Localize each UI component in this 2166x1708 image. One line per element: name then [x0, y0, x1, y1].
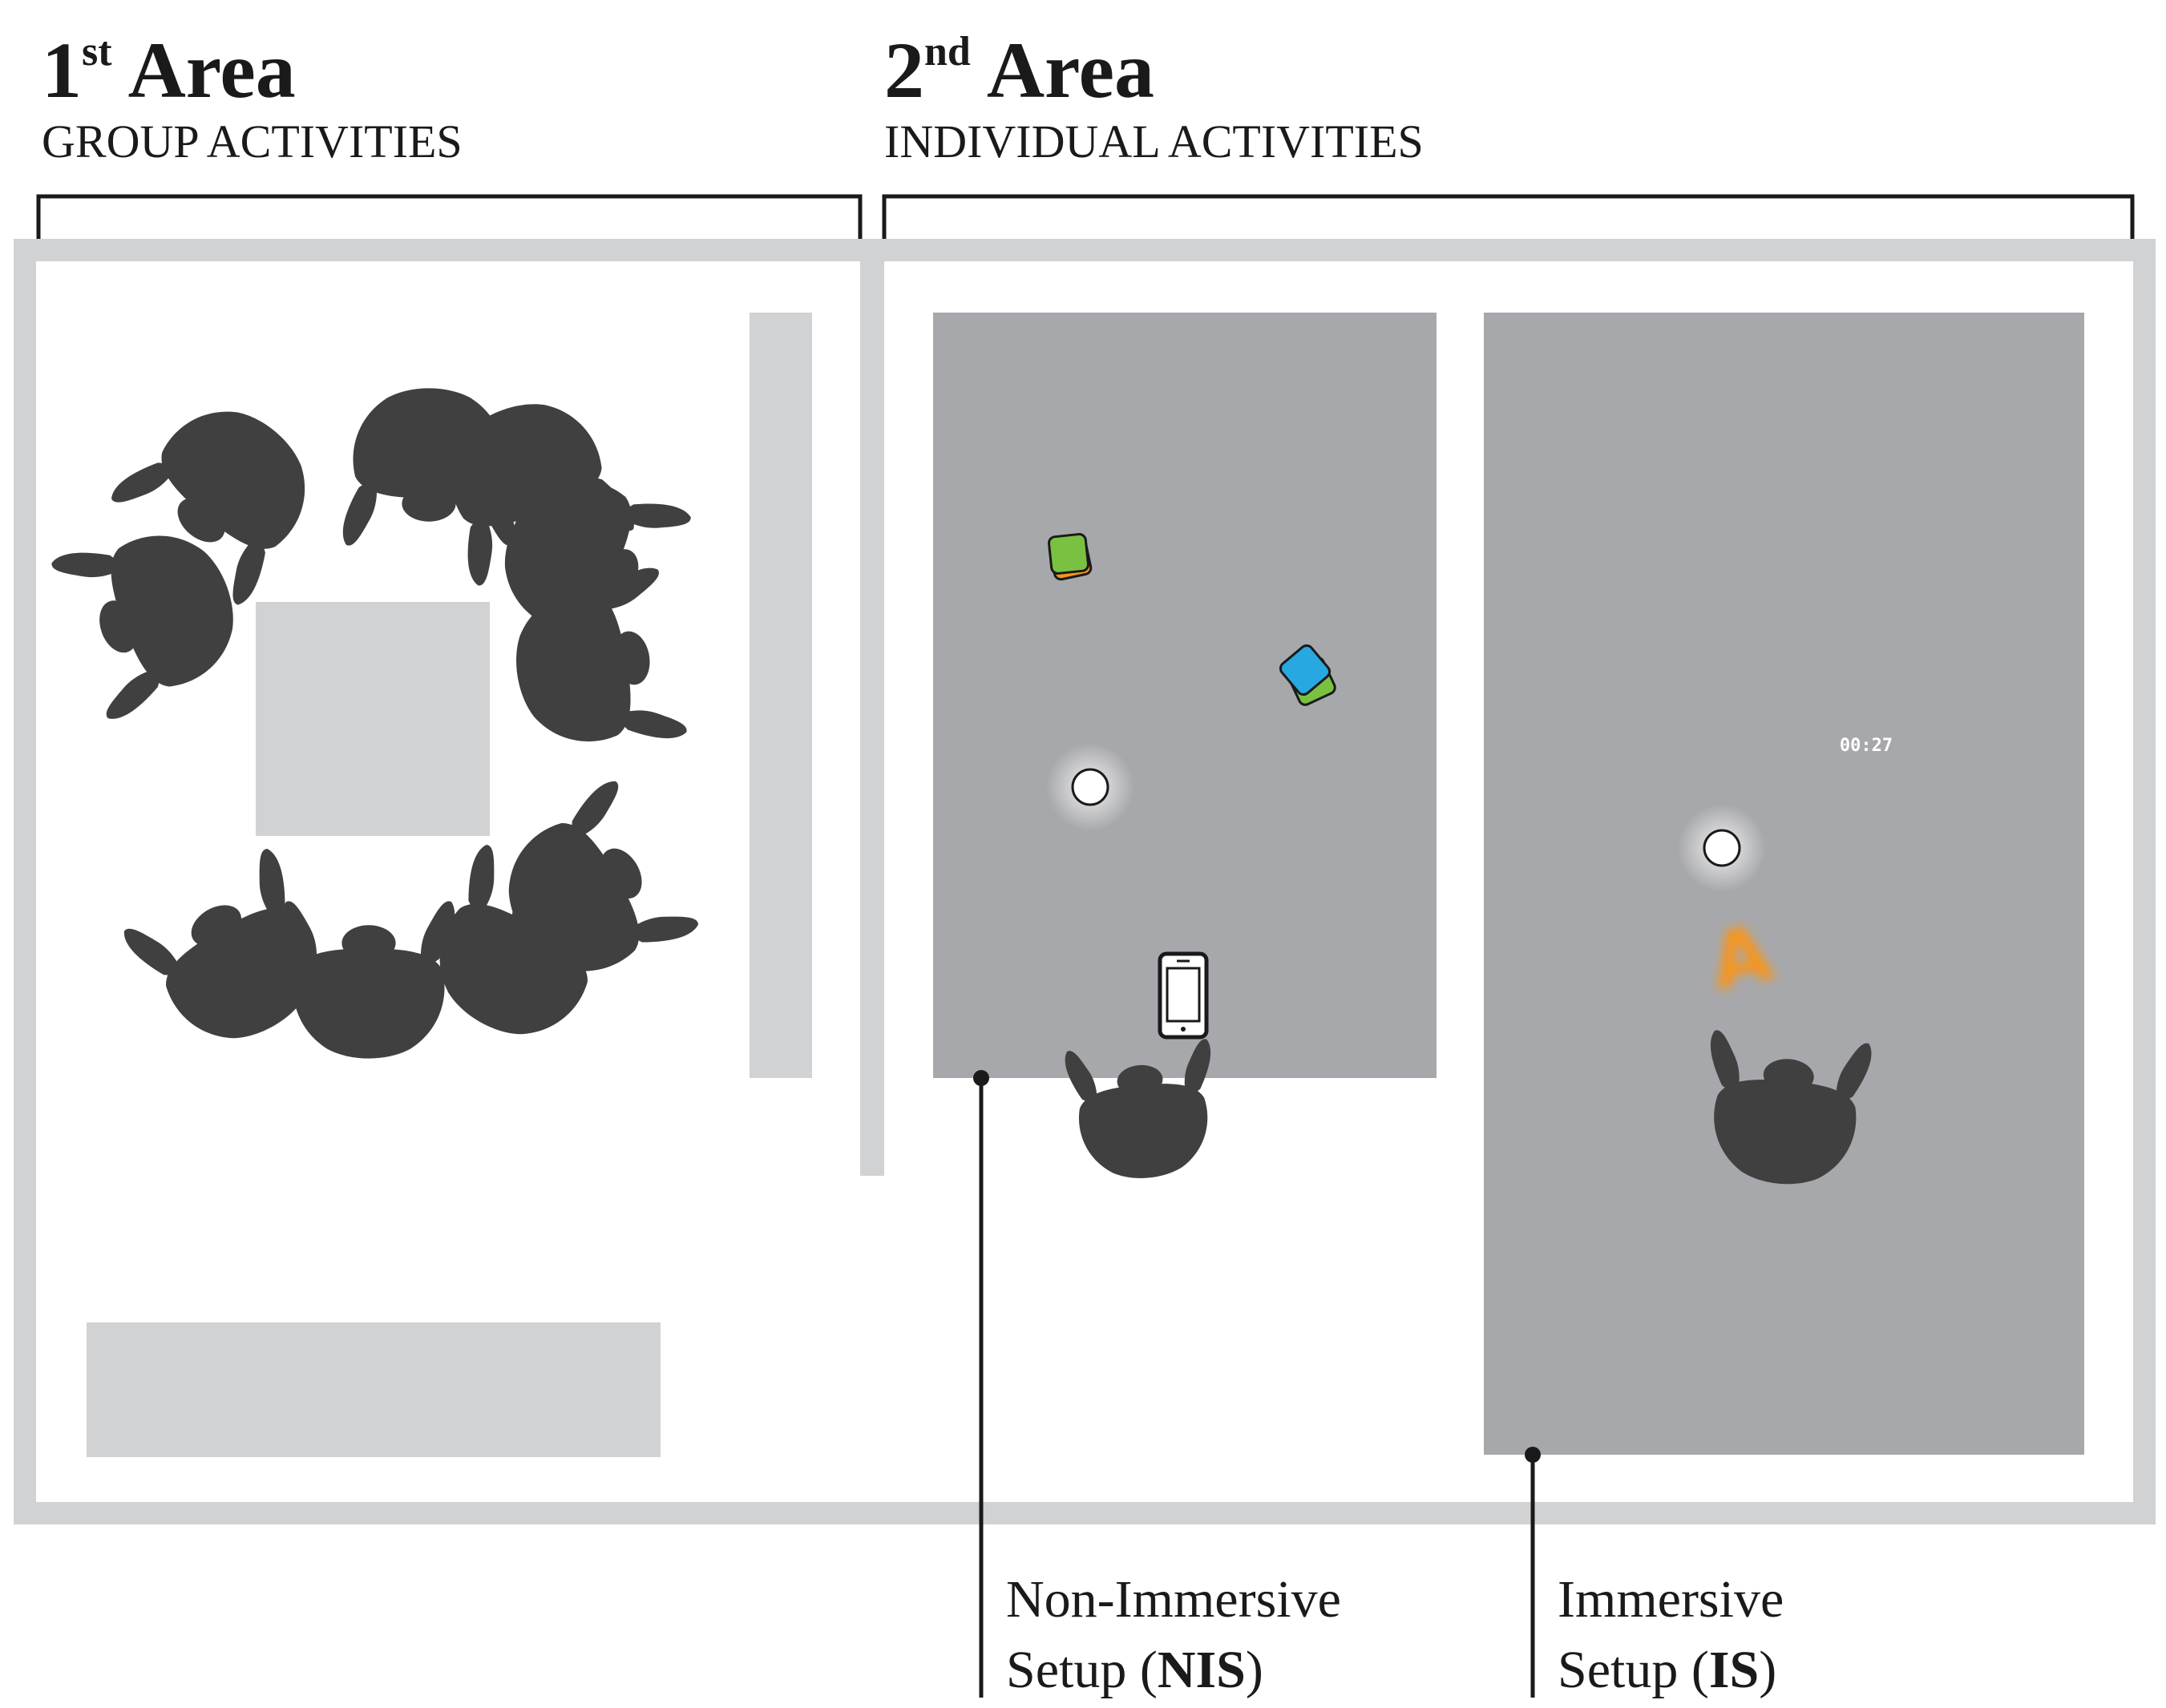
- room-outer-wall: [14, 239, 2156, 1524]
- nis-caption-prefix: Setup (: [1006, 1641, 1158, 1699]
- is-leader-dot: [1525, 1447, 1541, 1463]
- area-2-word: Area: [986, 26, 1155, 115]
- is-caption: Immersive Setup (IS): [1558, 1565, 1784, 1706]
- person-topview-icon: [50, 506, 257, 722]
- side-bench: [750, 313, 812, 1078]
- is-caption-suffix: ): [1759, 1641, 1777, 1699]
- nis-projection-area: [933, 313, 1437, 1078]
- area-1-word: Area: [127, 26, 296, 115]
- nis-abbrev: NIS: [1157, 1641, 1246, 1699]
- is-caption-line1: Immersive: [1558, 1570, 1784, 1629]
- nis-caption-line1: Non-Immersive: [1006, 1570, 1341, 1629]
- is-projection-area: [1484, 313, 2084, 1455]
- ball-icon: [1071, 768, 1109, 806]
- card-stack-icon: [1048, 533, 1093, 581]
- is-caption-prefix: Setup (: [1558, 1641, 1709, 1699]
- nis-caption: Non-Immersive Setup (NIS): [1006, 1565, 1341, 1706]
- area-2-bracket: [882, 194, 2135, 240]
- room-divider-wall: [860, 250, 884, 1176]
- is-abbrev: IS: [1708, 1641, 1760, 1699]
- area-1-number: 1: [42, 26, 82, 115]
- area-2-suffix: nd: [924, 29, 971, 75]
- is-caption-line2: Setup (IS): [1558, 1635, 1784, 1706]
- nis-leader-dot: [973, 1070, 989, 1086]
- bottom-bench: [87, 1322, 661, 1457]
- group-table: [256, 602, 490, 836]
- timer-display: 00:27: [1840, 736, 1893, 756]
- nis-caption-line2: Setup (NIS): [1006, 1635, 1341, 1706]
- smartphone-icon: [1158, 951, 1209, 1040]
- ball-icon: [1703, 829, 1741, 867]
- area-1-suffix: st: [82, 29, 112, 75]
- nis-caption-suffix: ): [1245, 1641, 1263, 1699]
- area-1-bracket: [36, 194, 863, 240]
- area-1-subtitle: GROUP ACTIVITIES: [42, 115, 463, 168]
- card-stack-icon: [1279, 644, 1336, 706]
- area-2-number: 2: [884, 26, 924, 115]
- area-2-subtitle: INDIVIDUAL ACTIVITIES: [884, 115, 1424, 168]
